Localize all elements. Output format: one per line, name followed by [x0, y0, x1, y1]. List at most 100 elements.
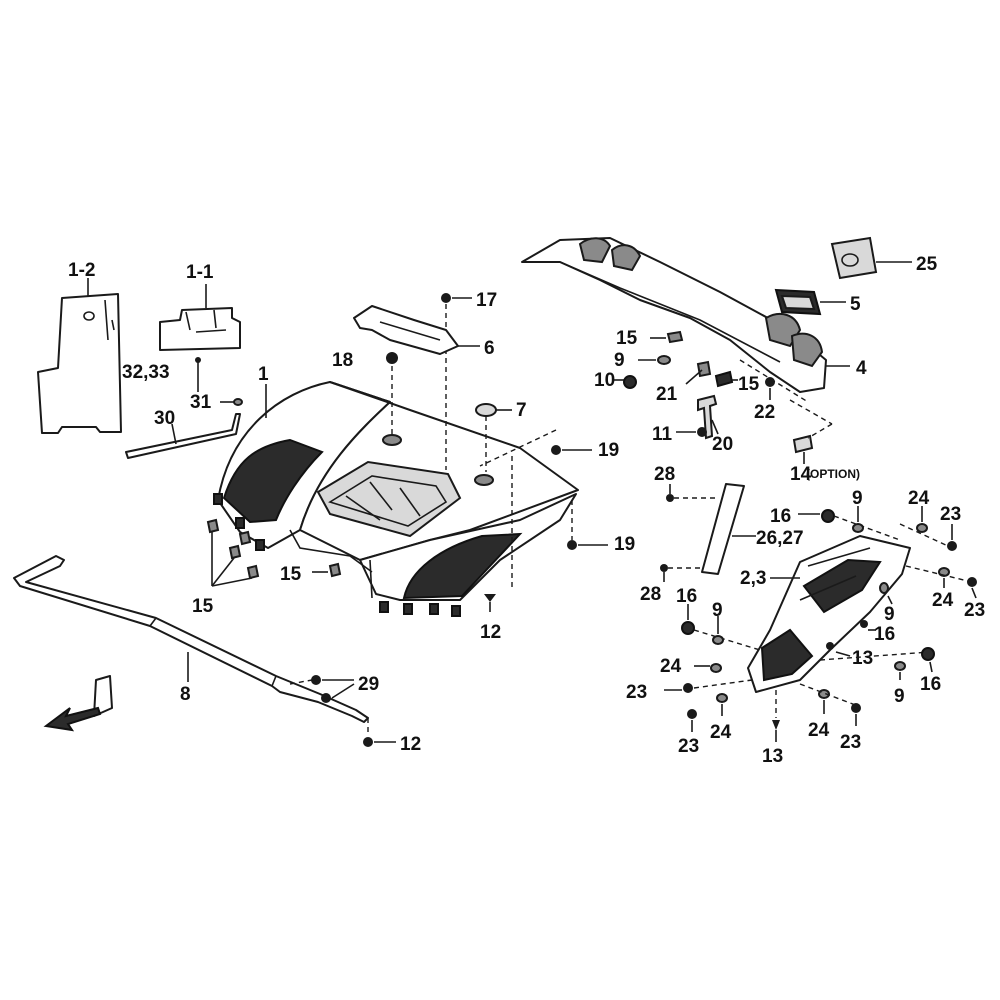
callout-32-33: 32,33: [122, 362, 170, 383]
clip-15-center: [312, 562, 342, 578]
bolt-16-left: [681, 604, 761, 651]
callout-2-3: 2,3: [740, 568, 766, 589]
callout-9-left: 9: [712, 600, 723, 621]
clips-15-group: [206, 518, 260, 587]
callout-23-bottom-left: 23: [678, 736, 699, 757]
part-1-2-liner-panel: [37, 278, 122, 434]
bolt-22: [739, 359, 809, 403]
bolt-23-left: [664, 679, 753, 693]
callout-13-lower: 13: [762, 746, 783, 767]
part-2-3-side-skirt: [747, 535, 911, 693]
callout-1-2: 1-2: [68, 260, 95, 281]
callout-20: 20: [712, 434, 733, 455]
callout-12-center: 12: [480, 622, 501, 643]
pin-12-center: [484, 456, 513, 612]
callout-13-upper: 13: [852, 648, 873, 669]
callout-19-lower: 19: [614, 534, 635, 555]
callout-5: 5: [850, 294, 861, 315]
callout-18: 18: [332, 350, 353, 371]
part-25-emblem: [830, 236, 912, 280]
bolt-19-upper: [479, 429, 592, 467]
bolt-19-lower: [567, 500, 608, 550]
callout-9-upper: 9: [614, 350, 625, 371]
bolts-29: [289, 675, 355, 703]
callout-23-right: 23: [964, 600, 985, 621]
screw-28-upper: [666, 484, 716, 502]
washer-24-bottom-left: [716, 693, 728, 716]
callout-9-lower-right: 9: [894, 686, 905, 707]
washer-24-right: [905, 565, 973, 588]
clip-15-upper: [650, 330, 684, 344]
washer-24-bottom-right: [799, 683, 859, 714]
part-6-bracket: [353, 305, 480, 355]
callout-24-right: 24: [932, 590, 954, 611]
bolt-11: [676, 427, 707, 437]
bolt-12-lower: [363, 718, 396, 747]
callout-12-lower: 12: [400, 734, 421, 755]
callout-25: 25: [916, 254, 938, 275]
callout-8: 8: [180, 684, 191, 705]
callout-1: 1: [258, 364, 269, 385]
callout-1-1: 1-1: [186, 262, 214, 283]
callout-24-top: 24: [908, 488, 930, 509]
callout-19-upper: 19: [598, 440, 619, 461]
clip-15-right: [714, 370, 738, 388]
screw-28-lower: [660, 564, 700, 582]
callout-16-top: 16: [770, 506, 791, 527]
part-7-plug: [475, 403, 512, 472]
front-direction-arrow-icon: [43, 675, 113, 732]
callout-11: 11: [652, 424, 673, 445]
bolt-16-lower-right: [921, 647, 935, 673]
bolt-18: [386, 352, 398, 436]
callout-16-lower-right: 16: [920, 674, 941, 695]
plate-14-option: [789, 399, 833, 464]
part-1-1-bracket: [159, 284, 241, 351]
screw-32-33: [195, 357, 201, 392]
bolt-23-bottom-left: [687, 709, 697, 732]
callout-14-note: (OPTION): [806, 467, 860, 481]
callout-23-bottom-right: 23: [840, 732, 861, 753]
bolt-16-top: [798, 509, 901, 541]
part-4-rear-rack: [521, 237, 850, 393]
callout-31: 31: [190, 392, 212, 413]
callout-29: 29: [358, 674, 379, 695]
part-30-rod: [125, 413, 241, 459]
washer-9-top: [852, 506, 864, 533]
part-8-frame-rail: [13, 555, 369, 723]
callout-14: 14: [790, 464, 812, 485]
nut-10: [612, 375, 637, 389]
part-26-27-strip: [701, 483, 756, 575]
callout-4: 4: [856, 358, 867, 379]
bracket-21: [685, 360, 712, 385]
callout-15-right: 15: [738, 374, 760, 395]
screw-13-upper: [826, 642, 851, 657]
washer-24-top: [916, 506, 928, 533]
washer-9-lower-right: [819, 651, 931, 680]
callout-28-upper: 28: [654, 464, 675, 485]
callout-9-top: 9: [852, 488, 863, 509]
screw-13-lower: [772, 690, 780, 742]
callout-24-left: 24: [660, 656, 682, 677]
callout-15-upper: 15: [616, 328, 638, 349]
callout-6: 6: [484, 338, 495, 359]
washer-24-left: [694, 663, 722, 673]
callout-15-left: 15: [192, 596, 214, 617]
bolt-23-right: [967, 577, 977, 599]
washer-9-upper: [638, 355, 671, 365]
callout-24-bottom-right: 24: [808, 720, 830, 741]
callout-26-27: 26,27: [756, 528, 804, 549]
callout-28-lower: 28: [640, 584, 661, 605]
callout-22: 22: [754, 402, 775, 423]
callout-15-center: 15: [280, 564, 302, 585]
callout-21: 21: [656, 384, 678, 405]
callout-30: 30: [154, 408, 175, 429]
callout-7: 7: [516, 400, 527, 421]
callout-23-left: 23: [626, 682, 647, 703]
bolt-16-mid: [860, 620, 876, 631]
part-1-rear-fender: [213, 381, 579, 617]
part-5-reflector: [774, 288, 846, 316]
washer-9-mid: [879, 582, 893, 605]
callout-10: 10: [594, 370, 615, 391]
bolt-23-bottom-right: [851, 703, 861, 726]
